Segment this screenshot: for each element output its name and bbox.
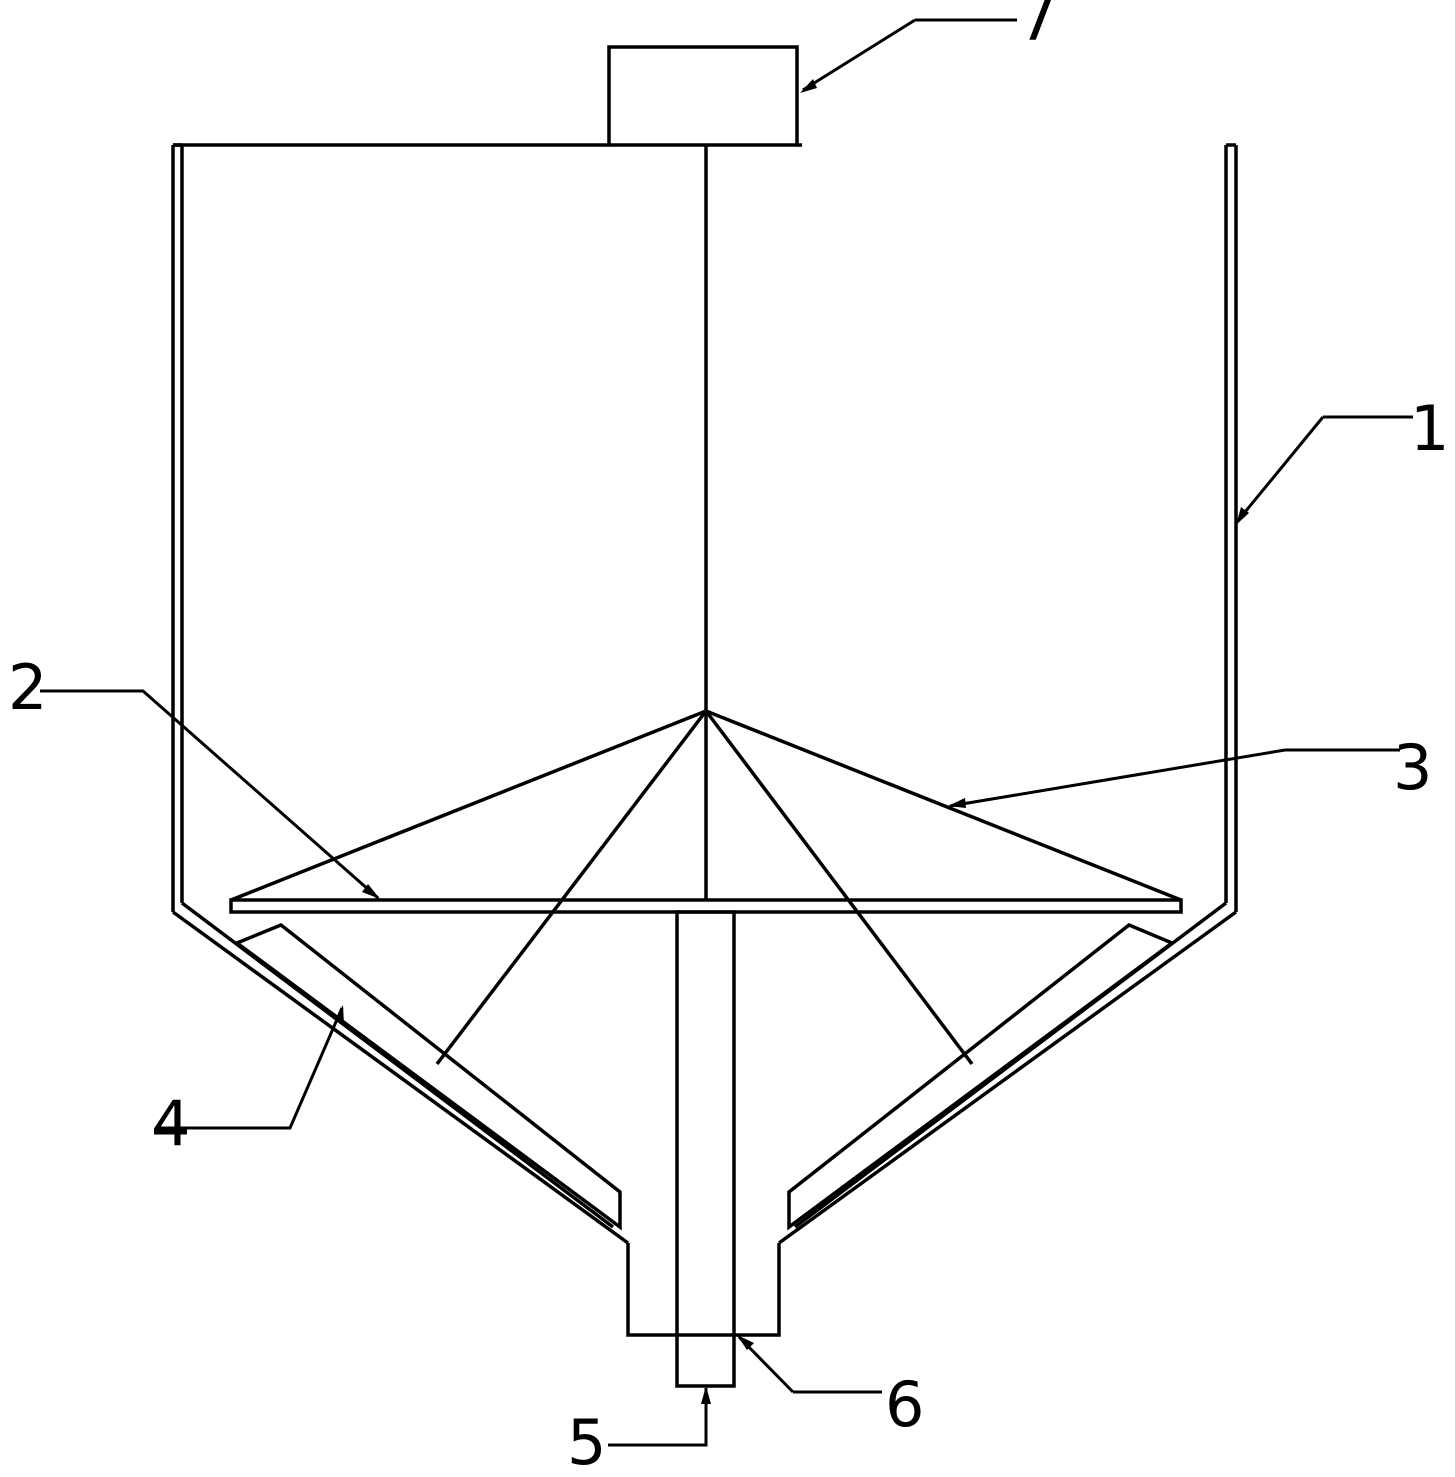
- label-7: 7: [1018, 0, 1057, 55]
- tank-left-wall: [171, 143, 184, 912]
- label-6: 6: [885, 1368, 924, 1441]
- label-2: 2: [8, 651, 47, 724]
- tank-outlet-spout: [626, 1243, 781, 1337]
- discharge-tube: [675, 910, 736, 1388]
- label-4: 4: [151, 1087, 190, 1160]
- tank-cone-right: [777, 901, 1238, 1245]
- leader-lines: [40, 18, 1413, 1447]
- label-1: 1: [1410, 392, 1449, 465]
- label-3: 3: [1393, 731, 1432, 804]
- label-5: 5: [567, 1406, 606, 1477]
- motor-box: [607, 45, 799, 147]
- part-labels: 7 1 2 3 4 5 6: [8, 0, 1449, 1477]
- tank-right-wall: [1224, 143, 1238, 912]
- support-rods: [230, 709, 1182, 1066]
- tank-cone-left: [171, 901, 630, 1245]
- scraper-right: [787, 922, 1176, 1231]
- rotating-plate: [229, 898, 1183, 914]
- scraper-left: [233, 922, 622, 1231]
